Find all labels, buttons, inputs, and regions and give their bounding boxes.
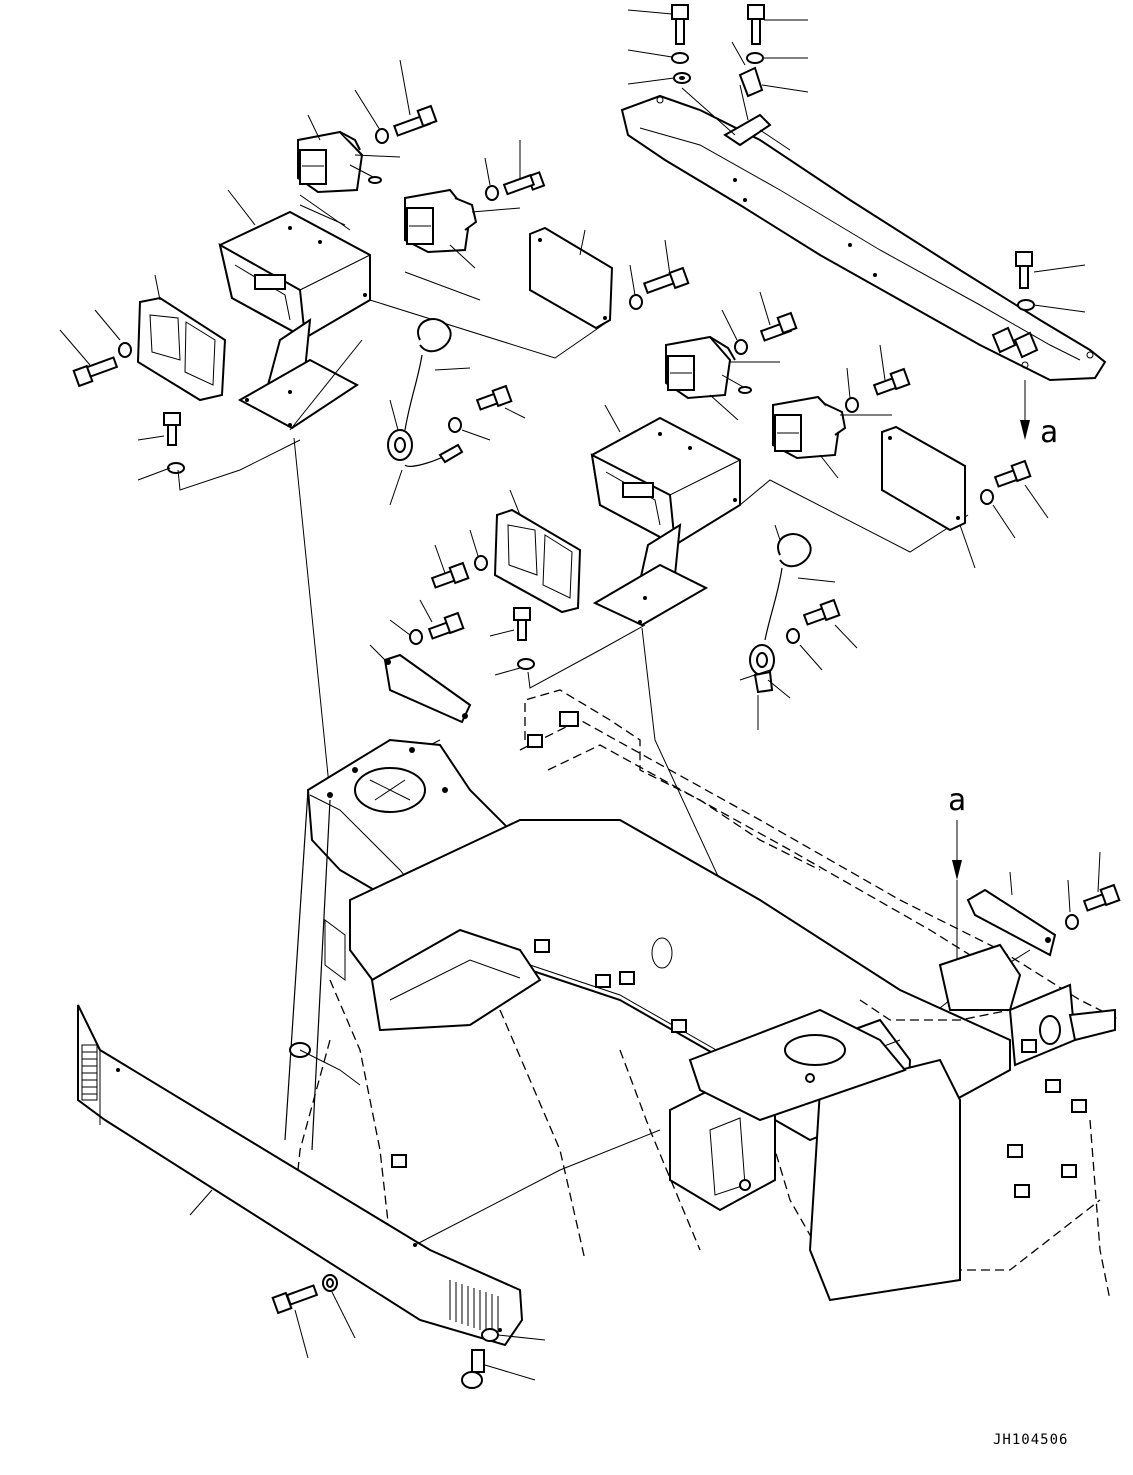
cross-beam (620, 94, 1107, 382)
cover-plate-upper (448, 226, 690, 441)
wire-harness-2 (739, 524, 858, 730)
cover-plate-right (881, 425, 1049, 569)
lamp-fasteners-left (59, 59, 546, 481)
cross-beam-assembly (620, 84, 1107, 382)
gasket-right (493, 508, 582, 614)
guard-plate (77, 1004, 661, 1389)
reference-label-a-frame: a (948, 783, 967, 818)
reference-label-a-top: a (1040, 415, 1059, 450)
work-lamp-1 (297, 130, 382, 194)
lamp-fasteners-right (389, 291, 969, 1076)
vent-grille-left (81, 1044, 98, 1101)
wire-harness-1 (387, 318, 471, 506)
work-lamp-2 (404, 188, 478, 254)
machine-frame (284, 689, 1121, 1302)
drawing-number: JH104506 (993, 1432, 1069, 1448)
work-lamp-4 (772, 395, 847, 460)
beam-fasteners (627, 4, 1086, 440)
work-lamp-3 (665, 335, 752, 400)
beam-clip (723, 113, 772, 147)
vent-grille-right (449, 1280, 499, 1336)
lamp-housing-right (590, 416, 741, 627)
gasket-left (136, 296, 227, 402)
lamp-housing-left (218, 210, 371, 430)
